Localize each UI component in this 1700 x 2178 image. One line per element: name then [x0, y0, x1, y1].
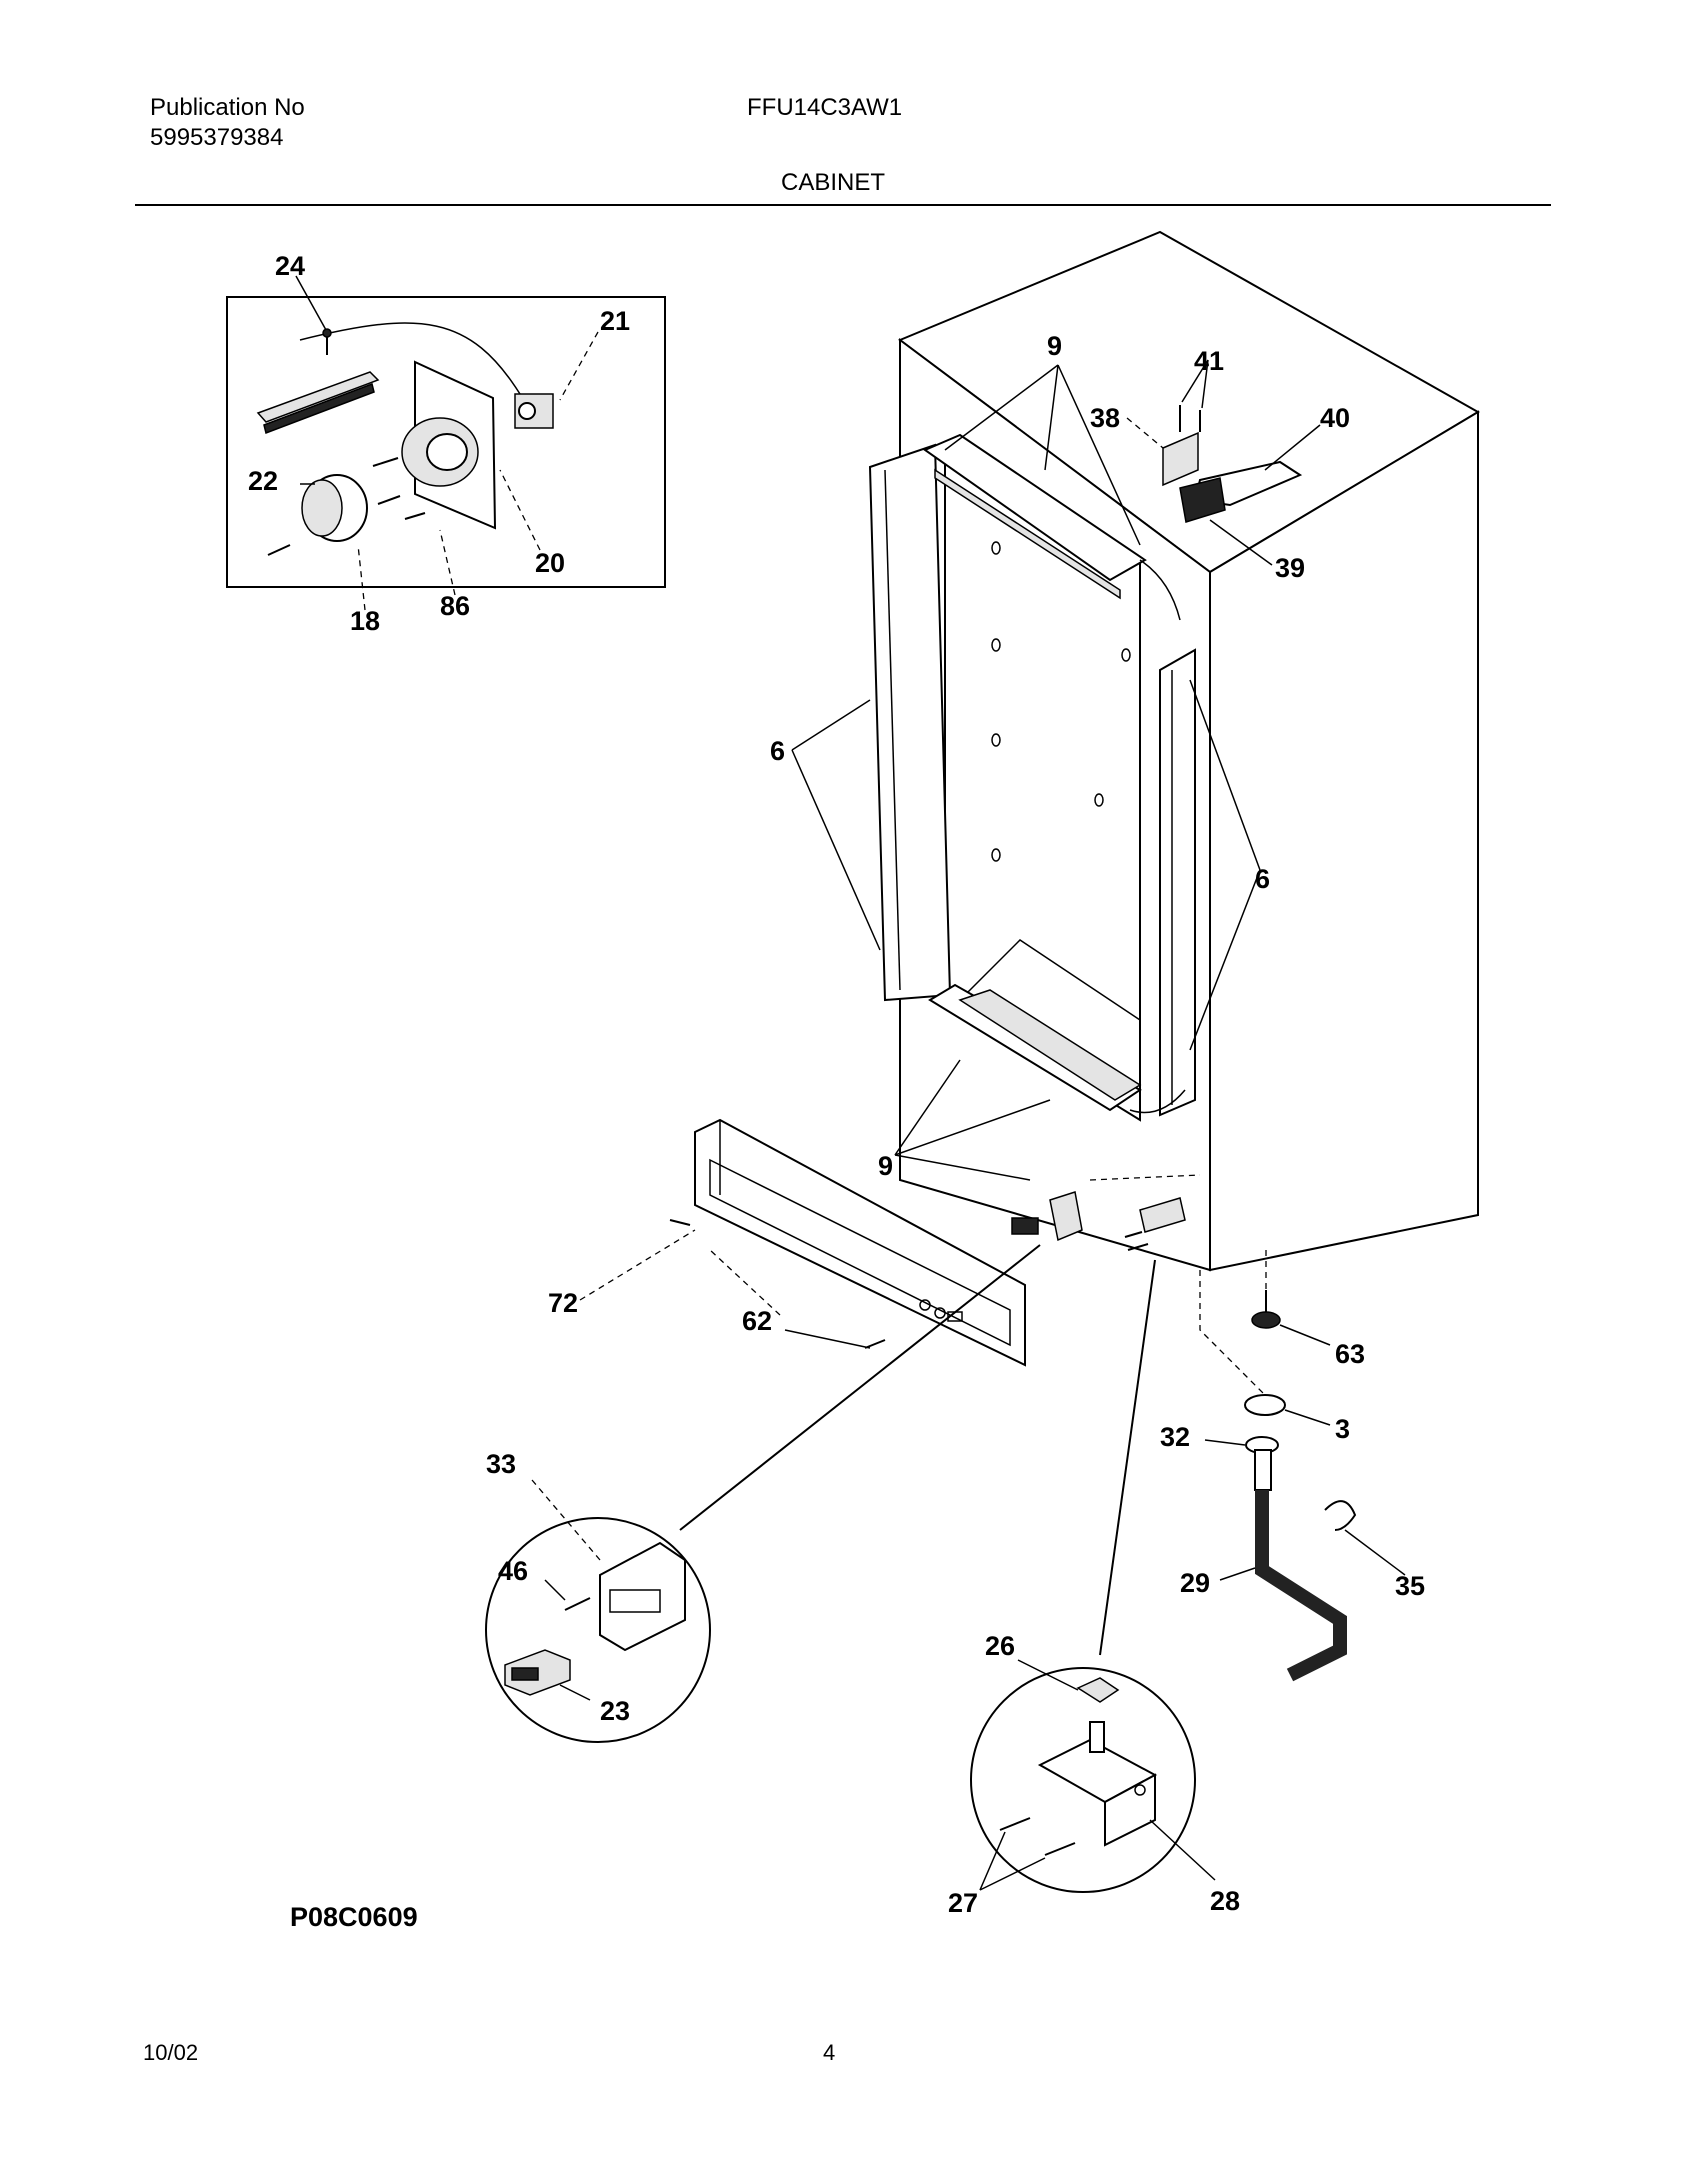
door-switch-parts — [1011, 1174, 1201, 1251]
callout-41: 41 — [1194, 346, 1224, 376]
leg-and-drain-parts — [1199, 1250, 1406, 1682]
footer-date: 10/02 — [143, 2040, 199, 2065]
thermostat-capillary — [299, 322, 521, 395]
callout-39: 39 — [1275, 553, 1305, 583]
publication-label: Publication No — [150, 94, 305, 121]
callout-32: 32 — [1160, 1422, 1190, 1452]
plug-part-3 — [1244, 1394, 1286, 1416]
breaker-strips — [791, 364, 1261, 1181]
callout-46: 46 — [498, 1556, 528, 1586]
callout-24: 24 — [275, 251, 305, 281]
detail-circle-right — [970, 1667, 1196, 1893]
callout-28: 28 — [1210, 1886, 1240, 1916]
detail-circle-left — [485, 1517, 711, 1743]
switch-bracket-part-33 — [599, 1541, 686, 1652]
callout-3: 3 — [1335, 1414, 1350, 1444]
screw-part-46 — [564, 1597, 591, 1611]
hinge-part-39 — [1179, 477, 1226, 523]
fan-assembly-inset — [226, 275, 666, 611]
hinge-plate-part-38 — [1162, 431, 1199, 487]
breaker-strip-left — [868, 443, 952, 1002]
footer-page-number: 4 — [823, 2040, 836, 2065]
callout-21: 21 — [600, 306, 630, 336]
drain-tube-part-29 — [1255, 1490, 1347, 1682]
clip-part-35 — [1324, 1500, 1357, 1531]
breaker-strip-top — [922, 433, 1147, 582]
callout-6-right: 6 — [1255, 864, 1270, 894]
callout-9-bottom: 9 — [878, 1151, 893, 1181]
inset-frame — [226, 296, 666, 588]
callout-27: 27 — [948, 1888, 978, 1918]
callout-33: 33 — [486, 1449, 516, 1479]
callout-62: 62 — [742, 1306, 772, 1336]
breaker-strip-right — [1159, 648, 1196, 1117]
callout-20: 20 — [535, 548, 565, 578]
model-number: FFU14C3AW1 — [747, 94, 903, 121]
publication-number: 5995379384 — [150, 124, 284, 151]
cabinet-body — [897, 230, 1480, 1272]
callout-26: 26 — [985, 1631, 1015, 1661]
callout-40: 40 — [1320, 403, 1350, 433]
callout-22: 22 — [248, 466, 278, 496]
callout-18: 18 — [350, 606, 380, 636]
screw-part-27 — [999, 1817, 1031, 1831]
callout-35: 35 — [1395, 1571, 1425, 1601]
callout-9-top: 9 — [1047, 331, 1062, 361]
callout-38: 38 — [1090, 403, 1120, 433]
control-panel-part-72 — [694, 1118, 1026, 1367]
bushing-part-26 — [1076, 1677, 1120, 1703]
header-divider — [135, 204, 1551, 206]
diagram-code: P08C0609 — [290, 1902, 418, 1932]
callout-23: 23 — [600, 1696, 630, 1726]
callout-6-left: 6 — [770, 736, 785, 766]
callout-29: 29 — [1180, 1568, 1210, 1598]
section-title: CABINET — [781, 169, 886, 196]
control-panel — [579, 1118, 1026, 1367]
detail-circle-hinge — [970, 1259, 1216, 1893]
top-hinge-assembly — [1126, 359, 1321, 566]
callout-63: 63 — [1335, 1339, 1365, 1369]
callout-labels: 24 21 22 20 18 86 9 41 38 40 39 6 6 9 72… — [248, 251, 1425, 1918]
detail-circle-switch — [485, 1244, 1041, 1743]
heater-bar-part-22 — [256, 371, 380, 423]
callout-72: 72 — [548, 1288, 578, 1318]
callout-86: 86 — [440, 591, 470, 621]
